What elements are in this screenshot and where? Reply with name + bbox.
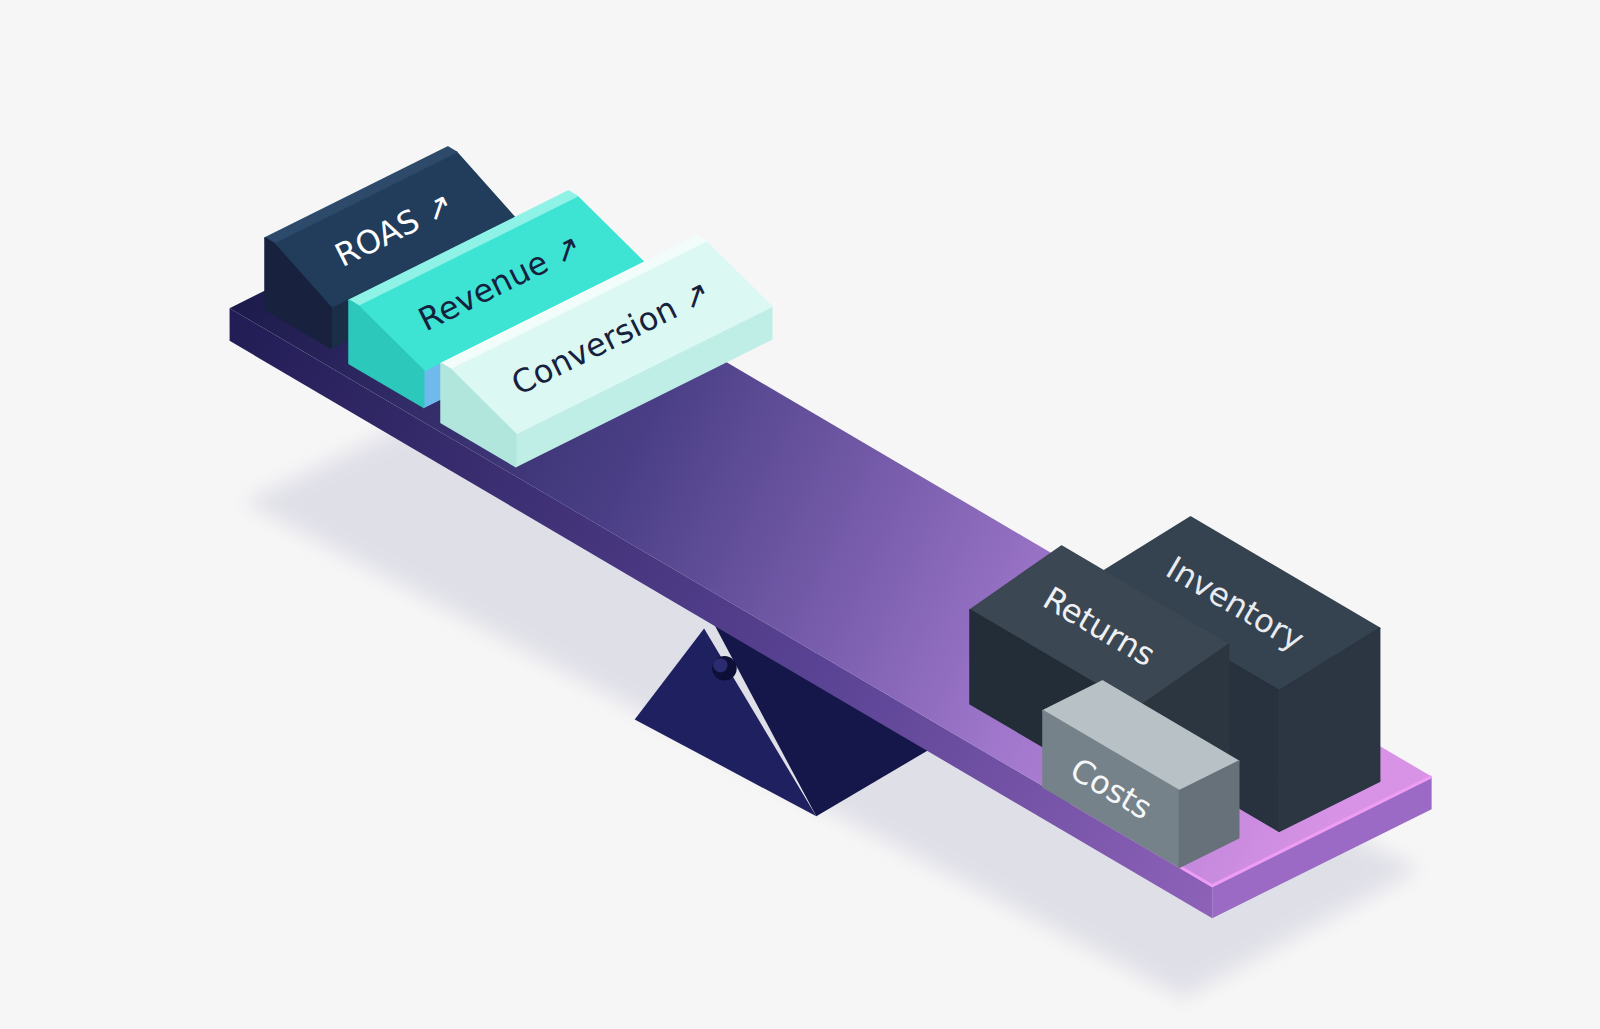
block-face — [1180, 761, 1239, 867]
block-face — [1043, 710, 1179, 867]
fulcrum-hole-rim — [713, 658, 727, 672]
fulcrum-hole — [712, 656, 736, 680]
block-face — [349, 300, 424, 407]
block-face — [441, 363, 516, 466]
block-face — [265, 238, 331, 348]
block-face — [1280, 628, 1381, 831]
metric-block: Costs — [1041, 679, 1241, 869]
